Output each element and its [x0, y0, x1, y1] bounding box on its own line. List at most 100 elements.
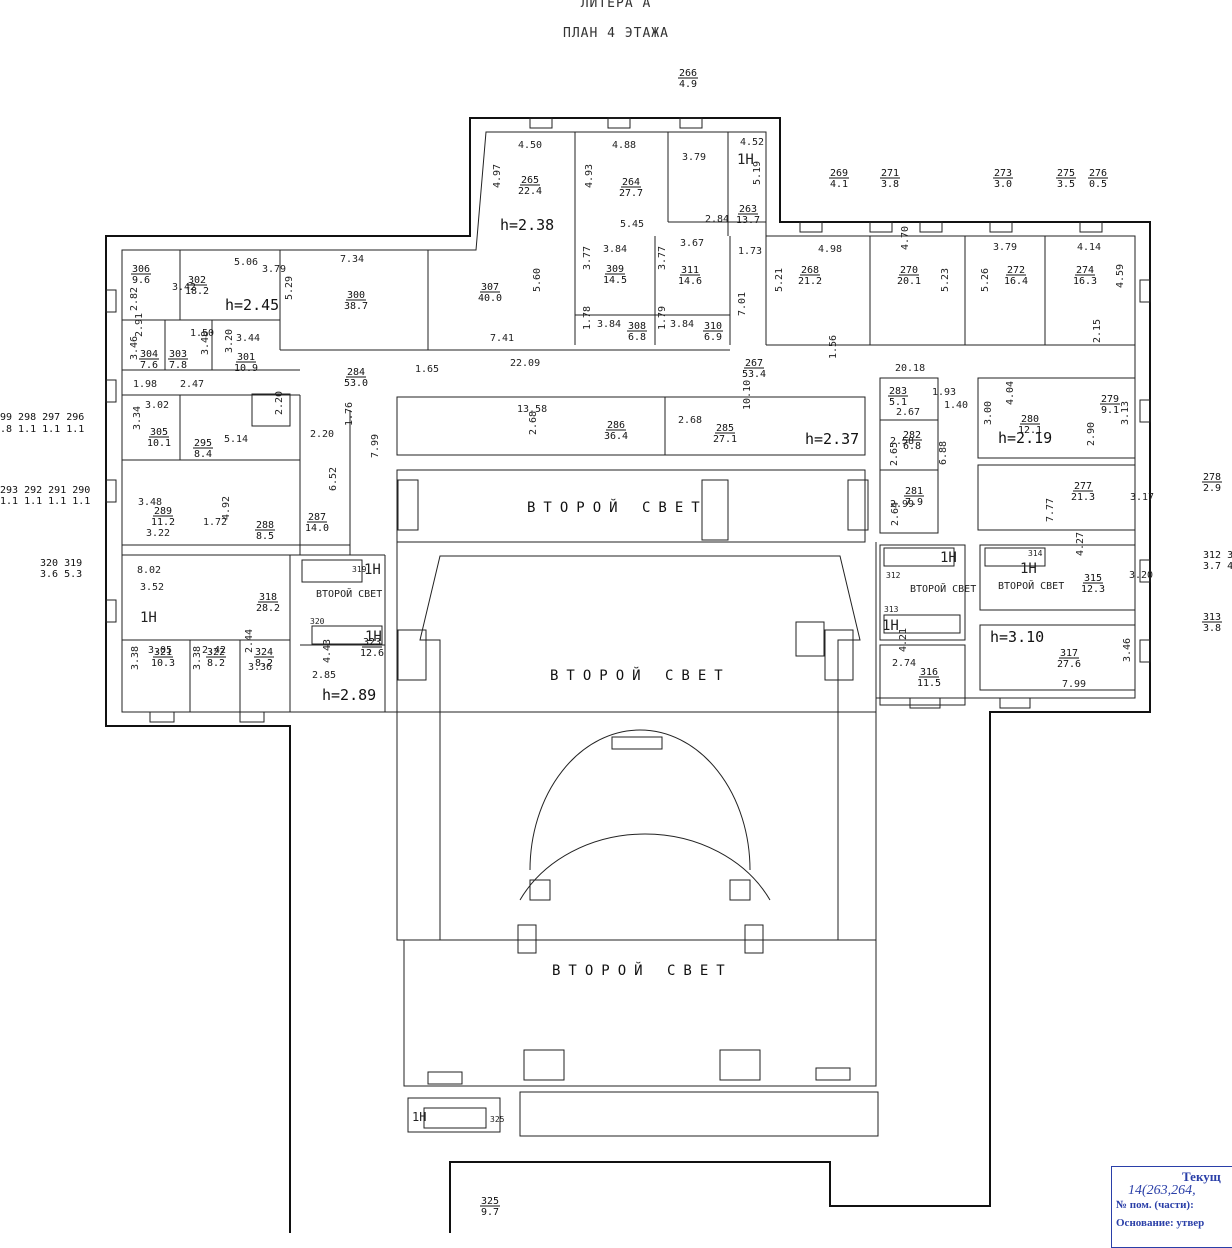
svg-text:321: 321 [154, 647, 172, 658]
dimension-label: 7.34 [340, 254, 364, 265]
mark-325: 325 [490, 1115, 505, 1124]
dimension-label: 1.98 [133, 379, 157, 390]
dimension-label: 5.19 [752, 161, 763, 185]
svg-text:265: 265 [521, 175, 539, 186]
svg-text:264: 264 [622, 177, 640, 188]
svg-text:12.3: 12.3 [1081, 584, 1105, 595]
svg-text:9.1: 9.1 [1101, 405, 1119, 416]
dimension-label: 4.14 [1077, 242, 1101, 253]
svg-text:11.5: 11.5 [917, 678, 941, 689]
svg-text:8.4: 8.4 [194, 449, 212, 460]
interior-walls [122, 132, 1136, 1137]
side-label: 3.6 5.3 [40, 569, 82, 580]
svg-text:281: 281 [905, 486, 923, 497]
room-labels: 2664.926522.426427.726313.72694.12713.82… [131, 68, 1222, 1218]
dimension-label: 4.27 [1075, 532, 1086, 556]
dimension-label: 3.22 [146, 528, 170, 539]
mark-312: 312 [886, 571, 901, 580]
svg-text:8.5: 8.5 [256, 531, 274, 542]
svg-text:302: 302 [188, 275, 206, 286]
svg-text:272: 272 [1007, 265, 1025, 276]
svg-text:278: 278 [1203, 472, 1221, 483]
svg-text:287: 287 [308, 512, 326, 523]
mark-1h: 1Н [140, 610, 157, 626]
dimension-label: 3.48 [200, 331, 211, 355]
dimension-label: 1.78 [582, 306, 593, 330]
dimension-label: 1.72 [203, 517, 227, 528]
svg-text:7.9: 7.9 [905, 497, 923, 508]
svg-text:277: 277 [1074, 481, 1092, 492]
svg-text:8.2: 8.2 [255, 658, 273, 669]
dimension-label: 8.02 [137, 565, 161, 576]
dimension-label: 5.45 [620, 219, 644, 230]
dimension-label: 2.44 [244, 629, 255, 653]
dimension-label: 2.42 [202, 645, 226, 656]
stamp-line1: № пом. (части): [1116, 1199, 1194, 1211]
mark-314: 314 [1028, 549, 1043, 558]
dimension-label: 3.34 [132, 406, 143, 430]
dimension-label: 2.65 [889, 442, 900, 466]
dimension-label: 3.44 [236, 333, 260, 344]
dimension-label: 6.52 [328, 467, 339, 491]
dimension-label: 3.77 [657, 246, 668, 270]
plan-title: ПЛАН 4 ЭТАЖА [563, 26, 669, 41]
second-light-label: ВТОРОЙ СВЕТ [550, 666, 731, 684]
dimension-label: 3.38 [192, 646, 203, 670]
mark-1h: 1Н [365, 629, 382, 645]
dimension-label: 2.20 [274, 391, 285, 415]
mark-1h: 1Н [1020, 561, 1037, 577]
svg-text:295: 295 [194, 438, 212, 449]
svg-text:283: 283 [889, 386, 907, 397]
svg-text:285: 285 [716, 423, 734, 434]
dimension-label: 4.98 [818, 244, 842, 255]
svg-text:288: 288 [256, 520, 274, 531]
svg-text:325: 325 [481, 1196, 499, 1207]
litera-label: ЛИТЕРА А [580, 0, 652, 11]
dimension-label: 1.65 [415, 364, 439, 375]
svg-text:269: 269 [830, 168, 848, 179]
dimension-label: 3.84 [670, 319, 694, 330]
dimension-label: 4.04 [1005, 381, 1016, 405]
dimension-label: 7.01 [737, 292, 748, 316]
dimension-label: 4.93 [584, 164, 595, 188]
svg-text:2.9: 2.9 [1203, 483, 1221, 494]
side-label: 3.7 4 [1203, 561, 1232, 572]
ceiling-height: h=2.38 [500, 216, 554, 234]
svg-text:27.6: 27.6 [1057, 659, 1081, 670]
dimension-label: 1.93 [932, 387, 956, 398]
dimension-label: 3.84 [603, 244, 627, 255]
svg-text:286: 286 [607, 420, 625, 431]
dimension-label: 7.99 [1062, 679, 1086, 690]
dimension-label: 4.21 [898, 628, 909, 652]
dimension-label: 2.67 [896, 407, 920, 418]
svg-text:14.0: 14.0 [305, 523, 329, 534]
dimension-label: 5.29 [284, 276, 295, 300]
svg-text:22.4: 22.4 [518, 186, 542, 197]
dimension-label: 2.58 [890, 436, 914, 447]
ceiling-height: h=2.19 [998, 429, 1052, 447]
dimension-label: 2.15 [1092, 319, 1103, 343]
dimension-label: 2.68 [528, 411, 539, 435]
svg-text:309: 309 [606, 264, 624, 275]
svg-text:38.7: 38.7 [344, 301, 368, 312]
dimension-label: 1.76 [344, 402, 355, 426]
